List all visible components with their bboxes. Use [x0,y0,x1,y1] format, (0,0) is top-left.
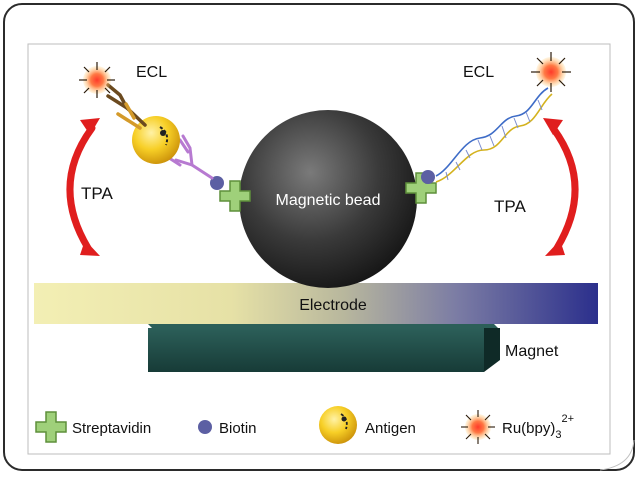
ru-label-right [531,52,571,92]
dna-probe [435,87,553,183]
magnetic-bead [239,110,417,288]
legend-ru-label: Ru(bpy)32+ [502,413,574,441]
biotin-right [421,170,435,184]
tpa-arrow-right [543,118,579,256]
detection-antibody [106,83,147,130]
magnet-label: Magnet [505,343,559,360]
legend-streptavidin-label: Streptavidin [72,420,151,437]
ecl-label-left: ECL [136,64,167,81]
antigen [132,116,180,164]
legend-streptavidin-icon [35,411,67,443]
legend-antigen-label: Antigen [365,420,416,437]
ru-label-left [79,62,115,98]
capture-antibody [164,134,214,180]
legend-biotin-icon [198,420,212,434]
frame-shadow [599,439,635,471]
streptavidin-left [219,180,251,212]
legend: Streptavidin Biotin Antigen Ru(bpy)32+ [35,406,574,444]
legend-ru-icon [461,410,495,444]
electrode-bar [34,283,598,324]
magnetic-bead-label: Magnetic bead [276,192,381,209]
magnet-block [148,324,500,372]
streptavidin-right [405,172,437,204]
tpa-label-right: TPA [494,197,526,216]
legend-biotin-label: Biotin [219,420,257,437]
biotin-left [210,176,224,190]
electrode-label: Electrode [299,297,367,314]
legend-antigen-icon [319,406,357,444]
ecl-label-right: ECL [463,64,494,81]
tpa-arrow-left [66,118,100,256]
tpa-label-left: TPA [81,184,113,203]
